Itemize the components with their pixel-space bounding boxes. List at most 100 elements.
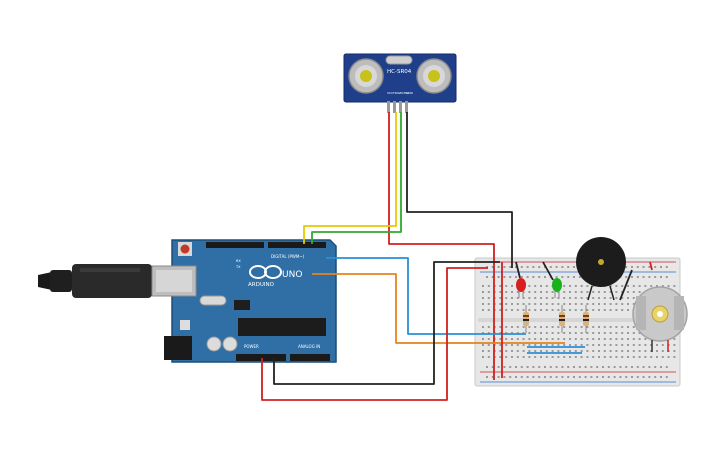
breadboard-hole	[598, 309, 600, 311]
breadboard-hole	[522, 332, 525, 334]
rail-hole	[631, 376, 633, 378]
breadboard-hole	[505, 326, 508, 328]
resistor[interactable]	[523, 305, 529, 333]
rail-hole	[625, 376, 628, 378]
breadboard-hole	[644, 338, 647, 340]
rail-hole	[532, 376, 535, 378]
breadboard-hole	[505, 303, 508, 305]
rail-hole	[509, 266, 512, 268]
breadboard-hole	[586, 332, 589, 334]
rail-hole	[486, 366, 488, 368]
rail-hole	[567, 376, 570, 378]
rail-hole	[520, 376, 523, 378]
breadboard-hole	[621, 332, 624, 334]
breadboard-hole	[482, 309, 484, 311]
rail-hole	[654, 366, 657, 368]
breadboard-hole	[522, 291, 525, 293]
breadboard-hole	[603, 326, 606, 328]
breadboard-hole	[551, 350, 554, 352]
breadboard-hole	[516, 356, 519, 358]
breadboard-hole	[580, 350, 583, 352]
breadboard-hole	[557, 338, 560, 340]
breadboard-hole	[592, 291, 595, 293]
wire-trig[interactable]	[303, 112, 397, 244]
rail-hole	[584, 376, 587, 378]
rail-hole	[665, 366, 668, 368]
breadboard-hole	[528, 344, 531, 346]
breadboard-hole	[557, 356, 560, 358]
breadboard-hole	[627, 350, 629, 352]
wire-gnd[interactable]	[273, 261, 500, 385]
breadboard-hole	[499, 309, 502, 311]
wire-blue[interactable]	[326, 257, 526, 335]
breadboard-hole	[511, 291, 513, 293]
wire-orange[interactable]	[312, 273, 565, 344]
breadboard-hole	[569, 297, 571, 299]
breadboard-hole	[569, 326, 571, 328]
breadboard-hole	[632, 344, 635, 346]
breadboard-hole	[621, 326, 624, 328]
rail-hole	[584, 366, 587, 368]
rail-hole	[497, 276, 500, 278]
red-led[interactable]	[516, 278, 526, 298]
breadboard-hole	[534, 291, 537, 293]
breadboard-hole	[598, 326, 600, 328]
rail-hole	[497, 266, 500, 268]
resistor[interactable]	[583, 305, 589, 333]
breadboard-hole	[627, 344, 629, 346]
right-transducer	[416, 58, 452, 94]
breadboard-hole	[505, 332, 508, 334]
breadboard-hole	[540, 309, 542, 311]
breadboard-hole	[534, 356, 537, 358]
rail-hole	[596, 366, 599, 368]
arduino-uno[interactable]: UNO ARDUINO DIGITAL (PWM~) POWER ANALOG …	[151, 239, 337, 363]
breadboard-hole	[551, 338, 554, 340]
green-led[interactable]	[552, 278, 562, 298]
breadboard-hole	[499, 285, 502, 287]
wire-jumper-3[interactable]	[619, 269, 633, 301]
breadboard-hole	[569, 350, 571, 352]
breadboard-hole	[603, 303, 606, 305]
rail-hole	[642, 276, 645, 278]
breadboard-hole	[522, 303, 525, 305]
reset-button[interactable]	[178, 242, 192, 256]
breadboard-hole	[580, 344, 583, 346]
dc-motor[interactable]	[632, 286, 688, 352]
rail-hole	[573, 366, 575, 368]
breadboard-hole	[528, 303, 531, 305]
rail-hole	[555, 366, 558, 368]
breadboard-hole	[656, 344, 658, 346]
breadboard-hole	[528, 350, 531, 352]
sensor-pin-vcc: VCC	[387, 91, 393, 95]
breadboard-hole	[487, 356, 490, 358]
wire-sensor-vcc[interactable]	[388, 112, 495, 380]
breadboard-hole	[516, 326, 519, 328]
wire-5v[interactable]	[261, 267, 488, 401]
wire-echo[interactable]	[311, 112, 402, 244]
breadboard-hole	[574, 326, 577, 328]
breadboard-hole	[638, 285, 641, 287]
resistor[interactable]	[559, 305, 565, 333]
breadboard-hole	[563, 291, 566, 293]
breadboard-hole	[563, 338, 566, 340]
breadboard-hole	[505, 309, 508, 311]
rail-hole	[555, 376, 558, 378]
wire-jumper-2[interactable]	[542, 261, 554, 281]
rail-hole	[654, 276, 657, 278]
rail-hole	[515, 366, 517, 368]
piezo-buzzer[interactable]	[576, 237, 626, 301]
breadboard-hole	[650, 350, 653, 352]
rail-hole	[509, 276, 512, 278]
wire-jumper-4[interactable]	[649, 261, 653, 271]
breadboard-hole	[580, 285, 583, 287]
breadboard-hole	[574, 285, 577, 287]
wire-sensor-gnd[interactable]	[406, 112, 513, 268]
breadboard-hole	[598, 332, 600, 334]
rail-hole	[555, 276, 558, 278]
breadboard-hole	[615, 291, 618, 293]
rail-hole	[486, 266, 488, 268]
hc-sr04-sensor[interactable]: HC-SR04 VCC TRIG ECHO GND	[343, 53, 457, 113]
rail-hole	[544, 366, 546, 368]
wire-jumper-1[interactable]	[515, 261, 521, 279]
breadboard-hole	[499, 356, 502, 358]
